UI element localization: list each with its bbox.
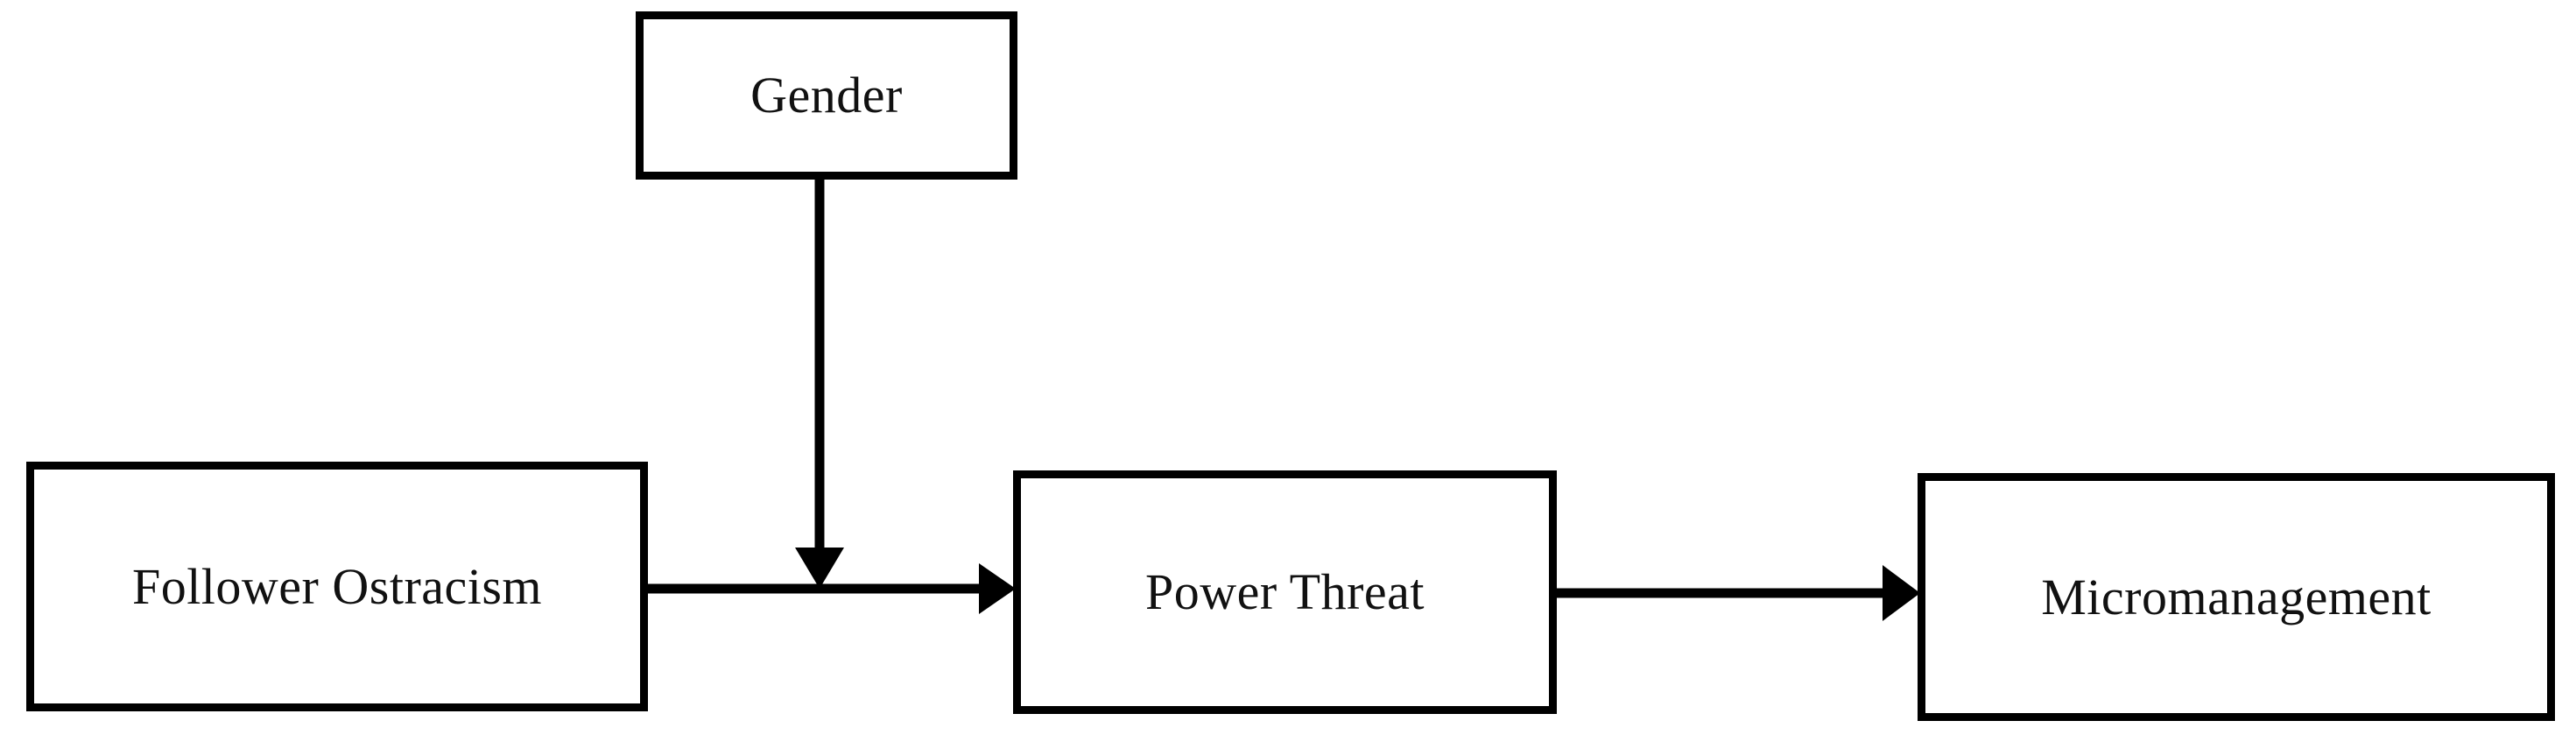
node-micromanagement-label: Micromanagement: [2041, 568, 2432, 625]
edge-power-threat-to-micromanagement: [1557, 565, 1920, 621]
node-gender[interactable]: Gender: [636, 11, 1017, 180]
arrowhead-gender-moderation: [795, 548, 844, 589]
node-micromanagement[interactable]: Micromanagement: [1918, 473, 2555, 721]
node-gender-label: Gender: [750, 67, 903, 124]
node-follower-ostracism-label: Follower Ostracism: [131, 557, 543, 615]
edge-follower-ostracism-to-power-threat: [648, 563, 1016, 614]
arrowhead-threat-micromanagement: [1883, 565, 1920, 621]
node-power-threat-label: Power Threat: [1145, 563, 1425, 620]
node-follower-ostracism[interactable]: Follower Ostracism: [26, 462, 648, 711]
node-power-threat[interactable]: Power Threat: [1013, 470, 1557, 714]
edge-gender-moderation: [795, 180, 844, 589]
arrowhead-ostracism-threat: [979, 563, 1016, 614]
